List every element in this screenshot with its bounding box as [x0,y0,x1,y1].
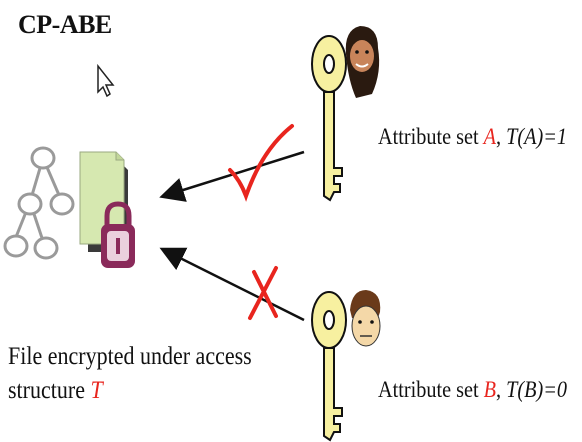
arrow-icon [159,247,305,322]
attribute-set-a-label: Attribute set A, T(A)=1 [378,124,567,150]
attribute-prefix: Attribute set [378,124,484,149]
cursor-icon [97,63,115,98]
caption-prefix: structure [8,377,91,404]
attribute-set-b-label: Attribute set B, T(B)=0 [378,377,567,403]
attribute-comma: , [496,377,507,402]
user-avatar-icon [345,26,380,98]
check-icon [228,124,294,202]
key-icon [311,291,347,442]
attribute-comma: , [496,124,507,149]
attribute-set-name: A [483,124,497,149]
lock-icon [101,201,135,268]
attribute-prefix: Attribute set [378,377,484,402]
caption-line-2: structure T [8,374,103,408]
user-avatar-icon [350,290,381,347]
cross-icon [248,266,278,320]
access-function-value: T(B)=0 [506,377,568,402]
access-function-value: T(A)=1 [506,124,568,149]
access-tree-icon [3,146,75,260]
key-icon [311,35,347,202]
diagram-title: CP-ABE [18,10,112,39]
caption-line-1: File encrypted under access [8,343,252,370]
access-structure-variable: T [90,377,103,404]
attribute-set-name: B [483,377,497,402]
